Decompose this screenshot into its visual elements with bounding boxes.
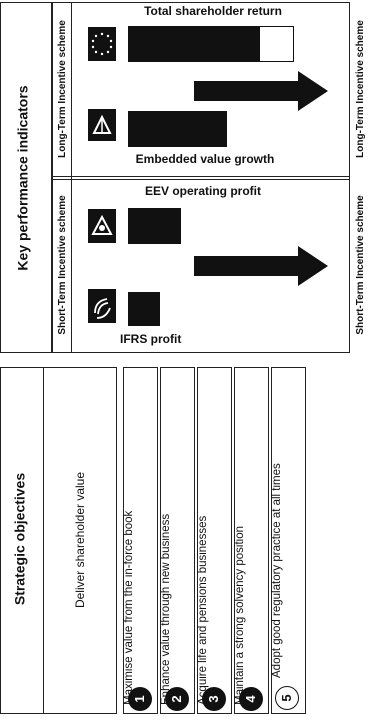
objective-row	[123, 367, 158, 714]
objectives-goal-box	[44, 367, 117, 714]
ev-growth-bar	[128, 111, 227, 147]
tsr-bar	[128, 26, 259, 62]
kpi-panel	[52, 2, 350, 353]
objective-row	[234, 367, 269, 714]
objective-label: Enhance value through new business	[160, 513, 172, 705]
objective-number-badge: 5	[275, 686, 299, 710]
triangle-eye-icon	[88, 209, 116, 243]
long-term-outcome-label: Long-Term Incentive scheme	[355, 20, 366, 158]
kpi-panel-title: Key performance indicators	[14, 85, 31, 271]
short-term-outcome-label: Short-Term Incentive scheme	[355, 195, 366, 335]
ifrs-label: IFRS profit	[120, 332, 182, 346]
objective-label: Acquire life and pensions businesses	[197, 515, 209, 705]
scheme-divider	[52, 176, 350, 180]
objectives-goal: Deliver shareholder value	[73, 471, 87, 609]
ev-growth-label: Embedded value growth	[135, 152, 275, 166]
kpi-title-strip	[0, 2, 52, 353]
scheme-strip	[52, 2, 72, 353]
tsr-label: Total shareholder return	[144, 4, 282, 18]
eev-label: EEV operating profit	[144, 184, 261, 198]
tsr-bar-open-end	[259, 26, 294, 62]
long-term-arrow	[194, 71, 330, 111]
short-term-arrow	[194, 246, 330, 286]
long-term-scheme-label: Long-Term Incentive scheme	[57, 20, 68, 158]
triangle-pyramid-icon	[88, 109, 116, 141]
short-term-scheme-label: Short-Term Incentive scheme	[57, 195, 68, 335]
objective-row	[197, 367, 232, 714]
objectives-title-strip	[0, 367, 44, 714]
objective-label: Maintain a strong solvency position	[234, 526, 246, 705]
dotted-circle-icon	[88, 27, 116, 61]
objective-label: Adopt good regulatory practice at all ti…	[271, 463, 283, 678]
ifrs-bar	[128, 292, 160, 326]
objective-label: Maximise value from the in-force book	[123, 510, 135, 705]
objective-row	[160, 367, 195, 714]
objectives-panel-title: Strategic objectives	[11, 472, 28, 606]
eev-bar	[128, 208, 181, 244]
signal-waves-icon	[88, 289, 116, 323]
objective-row	[271, 367, 306, 714]
